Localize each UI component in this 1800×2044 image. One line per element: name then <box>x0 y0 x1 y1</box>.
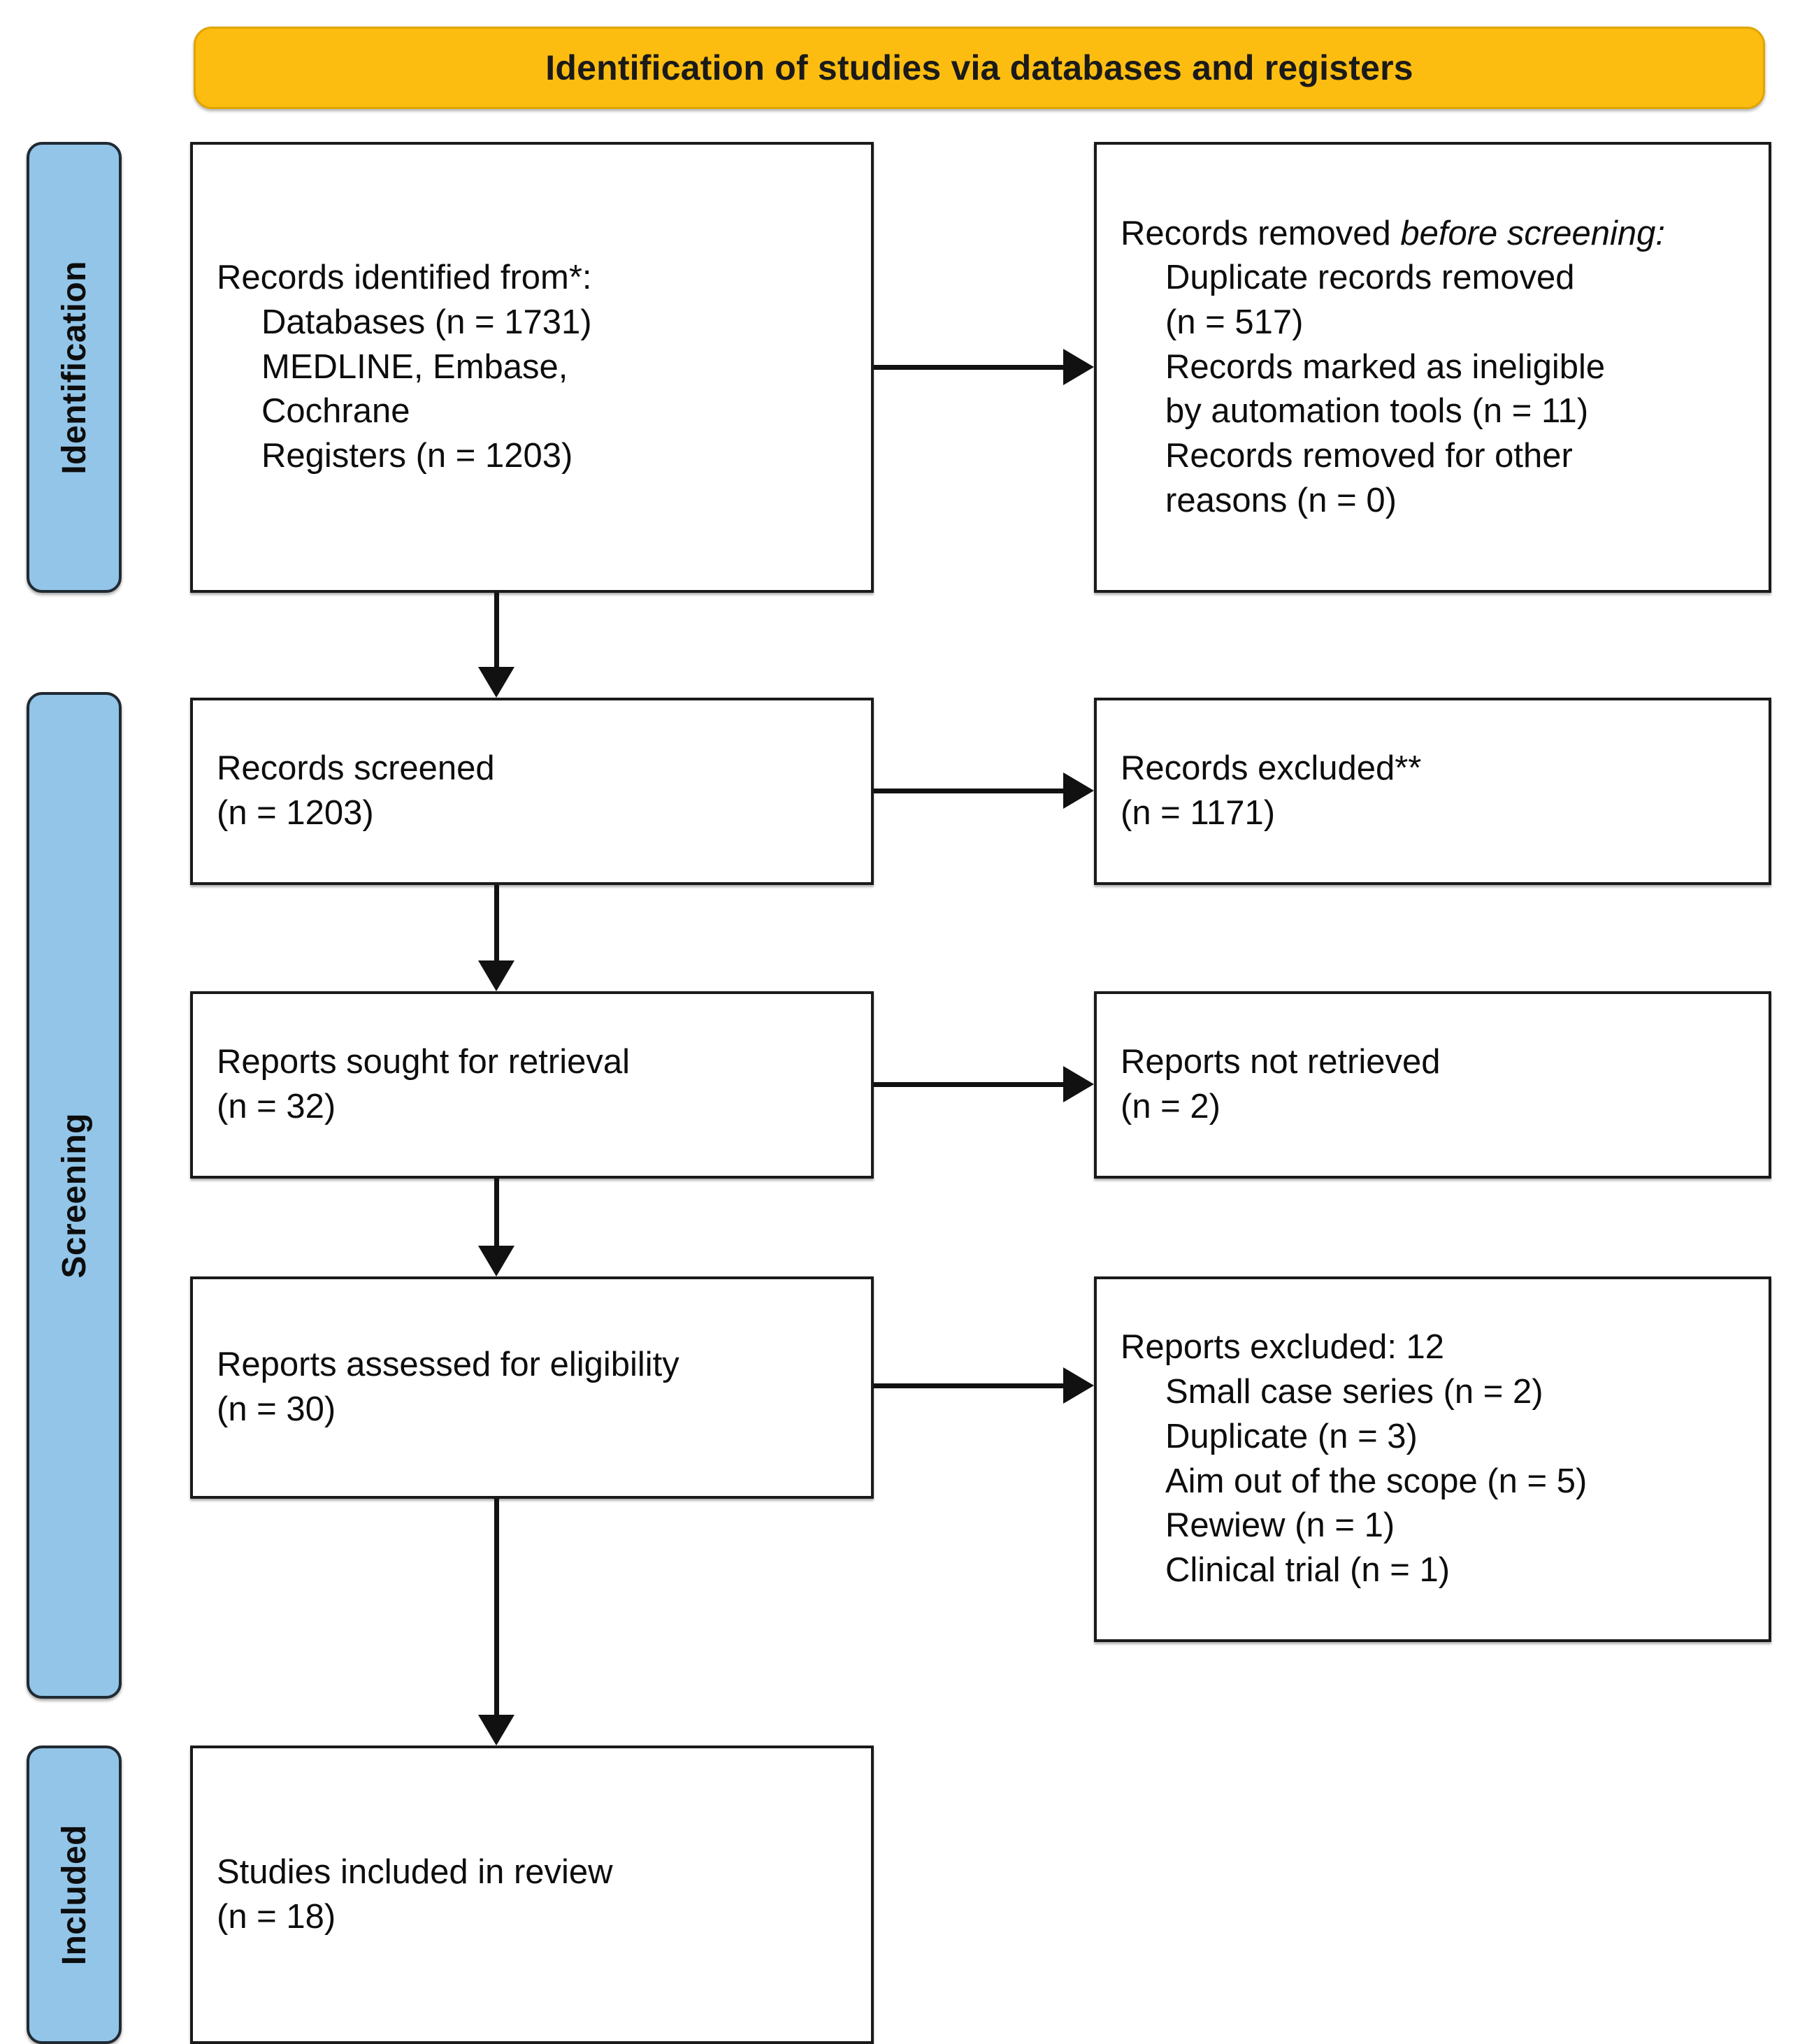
arrow-shaft <box>494 885 499 960</box>
arrow-head-icon <box>1063 772 1094 809</box>
stage-label-screening-text: Screening <box>55 1112 93 1279</box>
arrow-shaft <box>874 789 1063 793</box>
reports-excluded-reason-0: Small case series (n = 2) <box>1165 1373 1543 1411</box>
arrow-head-icon <box>1063 1066 1094 1102</box>
records-excluded-label: Records excluded** <box>1121 749 1422 788</box>
arrow-head-icon <box>478 667 514 698</box>
arrow-head-icon <box>478 960 514 991</box>
records-removed-line-3: by automation tools (n = 11) <box>1165 392 1589 431</box>
records-identified-line-2: Cochrane <box>261 392 410 431</box>
records-screened-count: (n = 1203) <box>217 794 374 832</box>
arrow-head-icon <box>478 1715 514 1746</box>
records-identified-line-1: MEDLINE, Embase, <box>261 347 568 386</box>
reports-not-retrieved-text: Reports not retrieved (n = 2) <box>1097 1040 1769 1129</box>
diagram-header-banner: Identification of studies via databases … <box>194 27 1765 109</box>
arrow-shaft <box>494 593 499 667</box>
studies-included-count: (n = 18) <box>217 1897 336 1936</box>
arrow-shaft <box>874 365 1063 370</box>
diagram-title: Identification of studies via databases … <box>545 48 1413 87</box>
records-screened-text: Records screened (n = 1203) <box>193 747 871 835</box>
reports-excluded-heading: Reports excluded: 12 <box>1121 1328 1445 1367</box>
reports-assessed-text: Reports assessed for eligibility (n = 30) <box>193 1343 871 1432</box>
reports-excluded-reason-1: Duplicate (n = 3) <box>1165 1417 1418 1455</box>
box-records-screened: Records screened (n = 1203) <box>190 698 874 885</box>
box-reports-not-retrieved: Reports not retrieved (n = 2) <box>1094 991 1771 1179</box>
reports-excluded-reason-2: Aim out of the scope (n = 5) <box>1165 1462 1587 1500</box>
reports-excluded-reason-3: Rewiew (n = 1) <box>1165 1506 1395 1545</box>
arrow-head-icon <box>1063 349 1094 385</box>
stage-label-included-text: Included <box>55 1824 93 1966</box>
records-identified-heading: Records identified from*: <box>217 259 592 297</box>
records-excluded-count: (n = 1171) <box>1121 794 1276 832</box>
stage-label-identification: Identification <box>27 142 122 593</box>
records-excluded-text: Records excluded** (n = 1171) <box>1097 747 1769 835</box>
arrow-shaft <box>874 1082 1063 1087</box>
box-records-removed: Records removed before screening: Duplica… <box>1094 142 1771 593</box>
reports-assessed-label: Reports assessed for eligibility <box>217 1346 679 1384</box>
arrow-head-icon <box>478 1246 514 1276</box>
records-removed-line-2: Records marked as ineligible <box>1165 347 1606 386</box>
box-reports-excluded: Reports excluded: 12 Small case series (n… <box>1094 1276 1771 1642</box>
studies-included-text: Studies included in review (n = 18) <box>193 1850 871 1939</box>
reports-not-retrieved-label: Reports not retrieved <box>1121 1043 1441 1081</box>
box-studies-included: Studies included in review (n = 18) <box>190 1746 874 2044</box>
records-removed-heading-plain: Records removed <box>1121 214 1401 252</box>
reports-sought-text: Reports sought for retrieval (n = 32) <box>193 1040 871 1129</box>
stage-label-identification-text: Identification <box>55 260 93 475</box>
records-removed-heading-tail: : <box>1655 214 1665 252</box>
box-records-identified: Records identified from*: Databases (n = … <box>190 142 874 593</box>
reports-sought-count: (n = 32) <box>217 1088 336 1125</box>
box-reports-sought: Reports sought for retrieval (n = 32) <box>190 991 874 1179</box>
records-removed-line-5: reasons (n = 0) <box>1165 481 1397 519</box>
reports-sought-label: Reports sought for retrieval <box>217 1043 630 1081</box>
stage-label-included: Included <box>27 1746 122 2044</box>
arrow-shaft <box>494 1179 499 1246</box>
records-removed-line-1: (n = 517) <box>1165 303 1304 341</box>
records-screened-label: Records screened <box>217 749 495 788</box>
records-removed-heading-italic: before screening <box>1400 214 1656 252</box>
records-removed-line-4: Records removed for other <box>1165 437 1573 475</box>
box-records-excluded: Records excluded** (n = 1171) <box>1094 698 1771 885</box>
reports-assessed-count: (n = 30) <box>217 1390 336 1428</box>
reports-excluded-text: Reports excluded: 12 Small case series (n… <box>1097 1325 1769 1592</box>
studies-included-label: Studies included in review <box>217 1852 613 1891</box>
records-identified-line-0: Databases (n = 1731) <box>261 303 592 341</box>
arrow-shaft <box>874 1383 1063 1388</box>
arrow-shaft <box>494 1499 499 1715</box>
records-identified-text: Records identified from*: Databases (n = … <box>193 256 871 478</box>
arrow-head-icon <box>1063 1367 1094 1404</box>
records-identified-line-3: Registers (n = 1203) <box>261 437 573 475</box>
box-reports-assessed: Reports assessed for eligibility (n = 30) <box>190 1276 874 1499</box>
records-removed-text: Records removed before screening: Duplica… <box>1097 212 1769 524</box>
reports-not-retrieved-count: (n = 2) <box>1121 1088 1221 1125</box>
stage-label-screening: Screening <box>27 692 122 1699</box>
records-removed-line-0: Duplicate records removed <box>1165 259 1575 297</box>
reports-excluded-reason-4: Clinical trial (n = 1) <box>1165 1550 1450 1589</box>
